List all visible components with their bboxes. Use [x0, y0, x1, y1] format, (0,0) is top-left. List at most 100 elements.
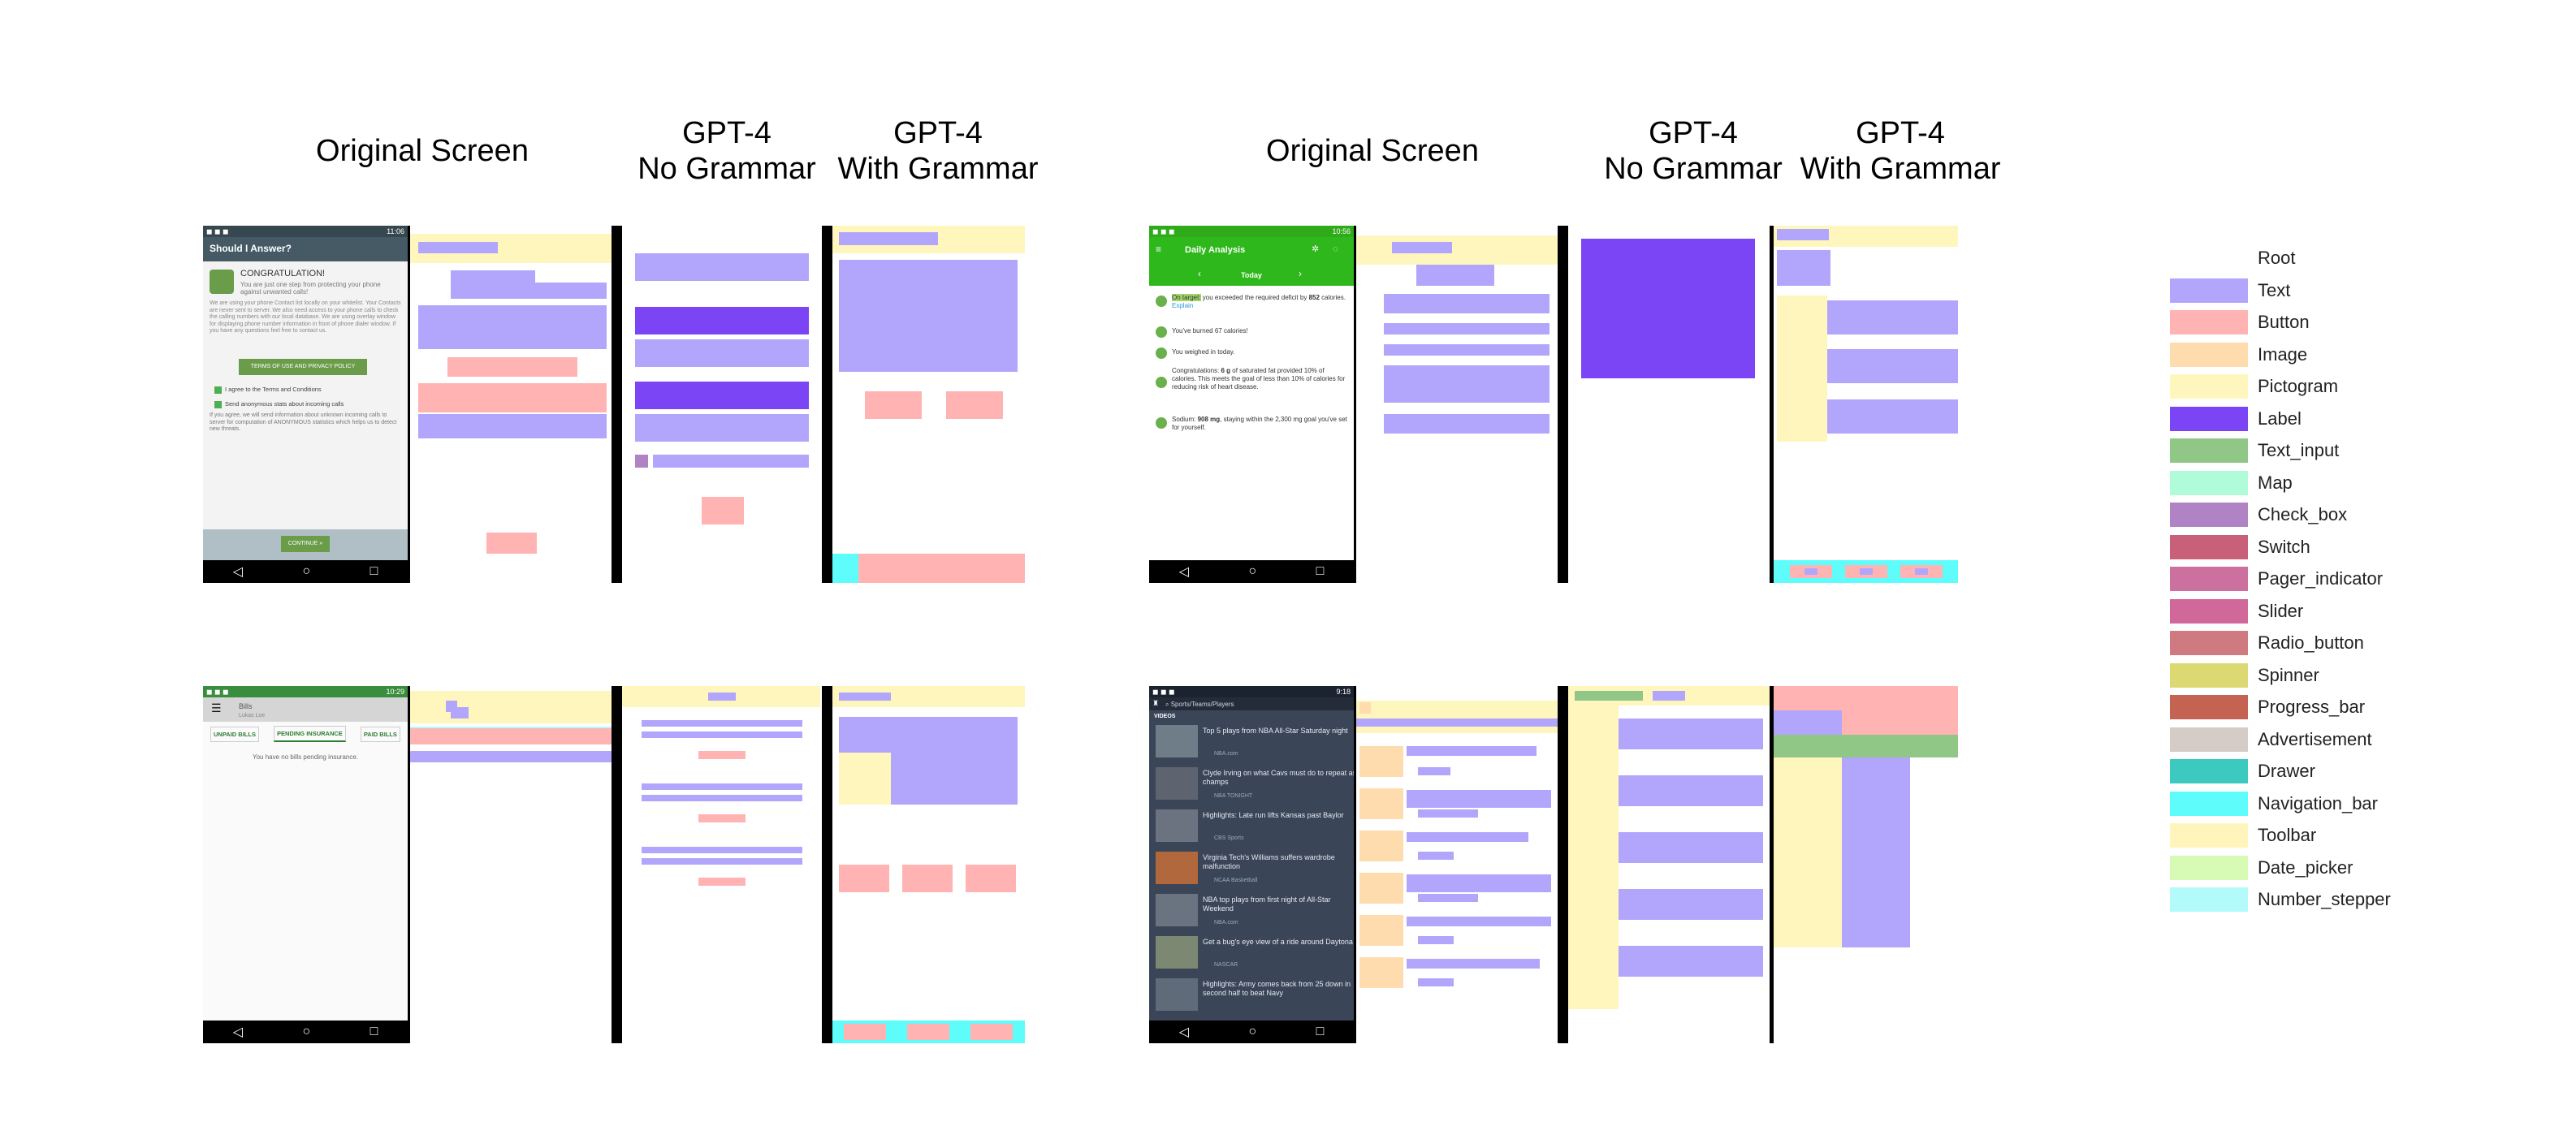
- checkbox-checked-icon[interactable]: [214, 400, 222, 408]
- home-icon[interactable]: ○: [1248, 1025, 1257, 1038]
- text-box: [1407, 832, 1528, 842]
- video-thumbnail[interactable]: [1156, 809, 1198, 842]
- explain-link[interactable]: Explain: [1172, 302, 1194, 309]
- toolbar-title: Bills: [239, 702, 253, 710]
- back-icon[interactable]: ◁: [232, 565, 244, 579]
- search-icon: ⌕: [1165, 701, 1169, 708]
- home-icon[interactable]: ○: [302, 564, 311, 578]
- empty-message: You have no bills pending insurance.: [252, 753, 359, 761]
- video-thumbnail[interactable]: [1156, 936, 1198, 969]
- image-box: [1359, 746, 1403, 777]
- legend-item: Number_stepper: [2170, 887, 2391, 913]
- back-icon[interactable]: ◁: [232, 1025, 244, 1039]
- menu-icon[interactable]: ☰: [211, 701, 222, 714]
- video-thumbnail[interactable]: [1156, 978, 1198, 1011]
- app-toolbar: Should I Answer?: [203, 237, 408, 261]
- legend-swatch: [2170, 855, 2248, 880]
- check1-label: I agree to the Terms and Conditions: [225, 386, 322, 393]
- video-list-item[interactable]: Get a bug's eye view of a ride around Da…: [1149, 933, 1354, 973]
- continue-button[interactable]: CONTINUE »: [281, 536, 330, 552]
- legend-swatch: [2170, 342, 2248, 367]
- button-box: [844, 1024, 886, 1040]
- button-box: [907, 1024, 949, 1040]
- next-day-icon[interactable]: ›: [1299, 268, 1302, 279]
- recents-icon[interactable]: □: [1316, 564, 1325, 578]
- search-input[interactable]: ⌕ Sports/Teams/Players: [1165, 700, 1234, 709]
- legend-label: Text_input: [2258, 440, 2340, 460]
- phone-edge: [1354, 226, 1356, 583]
- terms-button[interactable]: TERMS OF USE AND PRIVACY POLICY: [239, 359, 367, 375]
- text-box: [642, 795, 802, 801]
- video-thumbnail[interactable]: [1156, 852, 1198, 884]
- item-tail: , staying within the 2,300 mg goal you'v…: [1172, 416, 1347, 431]
- tab-unpaid-bills[interactable]: UNPAID BILLS: [210, 726, 259, 742]
- system-nav-bar: ◁ ○ □: [1149, 560, 1354, 583]
- home-icon[interactable]: ○: [1248, 564, 1257, 578]
- video-list-item[interactable]: Highlights: Late run lifts Kansas past B…: [1149, 806, 1354, 847]
- header-line-2: No Grammar: [638, 152, 816, 186]
- video-list-item[interactable]: Virginia Tech's Williams suffers wardrob…: [1149, 848, 1354, 889]
- recents-icon[interactable]: □: [1316, 1025, 1325, 1038]
- header-right-no-grammar: GPT-4 No Grammar: [1588, 115, 1799, 187]
- app-title: Should I Answer?: [210, 243, 292, 254]
- video-list-item[interactable]: Highlights: Army comes back from 25 down…: [1149, 975, 1354, 1016]
- header-line-1: GPT-4: [682, 116, 772, 150]
- recents-icon[interactable]: □: [370, 564, 378, 578]
- checkbox-box: [635, 455, 648, 468]
- status-bar: ◼ ◼ ◼ 9:18: [1149, 686, 1354, 697]
- screen4-with-grammar: [1774, 686, 1958, 1043]
- stats-checkbox-row[interactable]: Send anonymous stats about incoming call…: [214, 399, 344, 408]
- text-box: [1418, 894, 1478, 902]
- legend-item: Toolbar: [2170, 822, 2316, 848]
- back-icon[interactable]: ◁: [1178, 565, 1190, 579]
- video-list-item[interactable]: NBA top plays from first night of All-St…: [1149, 891, 1354, 931]
- highlight-text: On target:: [1172, 294, 1201, 301]
- label-box: [635, 382, 809, 409]
- analysis-item: You've burned 67 calories!: [1156, 325, 1351, 339]
- text-box: [418, 414, 607, 438]
- text-box: [418, 242, 498, 253]
- text-box: [410, 751, 612, 762]
- back-icon[interactable]: ◁: [1178, 1025, 1190, 1039]
- video-list-item[interactable]: Top 5 plays from NBA All-Star Saturday n…: [1149, 722, 1354, 762]
- legend-swatch: [2170, 246, 2248, 270]
- text-box: [1418, 809, 1478, 818]
- text-box: [1619, 889, 1763, 920]
- video-thumbnail[interactable]: [1156, 894, 1198, 926]
- legend-item: Label: [2170, 406, 2302, 432]
- video-title: Top 5 plays from NBA All-Star Saturday n…: [1203, 727, 1348, 735]
- video-title: Clyde Irving on what Cavs must do to rep…: [1203, 769, 1354, 786]
- item-tail: calories.: [1319, 294, 1346, 301]
- home-icon[interactable]: ○: [302, 1025, 311, 1038]
- video-list-item[interactable]: Clyde Irving on what Cavs must do to rep…: [1149, 764, 1354, 805]
- prev-day-icon[interactable]: ‹: [1198, 268, 1201, 279]
- agree-checkbox-row[interactable]: I agree to the Terms and Conditions: [214, 385, 322, 394]
- video-thumbnail[interactable]: [1156, 725, 1198, 757]
- toolbar-box: [1356, 701, 1558, 733]
- status-icons: ◼ ◼ ◼: [1152, 227, 1175, 235]
- legend-item: Check_box: [2170, 502, 2347, 528]
- tab-strip: UNPAID BILLS PENDING INSURANCE PAID BILL…: [203, 725, 408, 743]
- checkbox-checked-icon[interactable]: [214, 386, 222, 394]
- tab-pending-insurance[interactable]: PENDING INSURANCE: [273, 726, 346, 742]
- settings-icon[interactable]: ✲: [1312, 244, 1320, 254]
- text-box: [1416, 265, 1494, 286]
- legend-label: Slider: [2258, 600, 2304, 621]
- legend-item: Navigation_bar: [2170, 791, 2378, 817]
- tab-paid-bills[interactable]: PAID BILLS: [360, 726, 400, 742]
- button-box: [970, 1024, 1013, 1040]
- legend-label: Root: [2258, 248, 2296, 268]
- menu-icon[interactable]: ≡: [1156, 244, 1162, 255]
- chat-icon[interactable]: ◌: [1333, 244, 1338, 254]
- toolbar-box: [1356, 235, 1558, 265]
- text-box: [451, 270, 535, 285]
- text-box: [839, 693, 891, 701]
- video-thumbnail[interactable]: [1156, 767, 1198, 800]
- text-box: [1384, 365, 1549, 403]
- text-box: [1915, 568, 1928, 575]
- status-icons: ◼ ◼ ◼: [1152, 687, 1175, 696]
- search-toolbar: ♜ ⌕ Sports/Teams/Players: [1149, 697, 1354, 710]
- recents-icon[interactable]: □: [370, 1025, 378, 1038]
- phone-edge: [1354, 686, 1356, 1043]
- section-label: VIDEOS: [1154, 714, 1176, 719]
